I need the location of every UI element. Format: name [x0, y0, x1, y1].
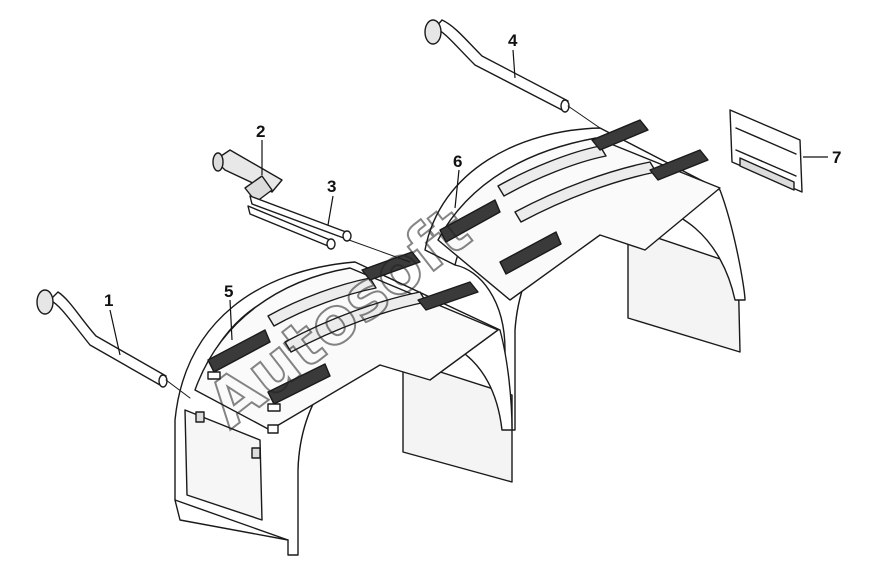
callout-2: 2 [256, 122, 265, 141]
part-3-rods [247, 195, 411, 263]
part-2-bracket [212, 149, 283, 203]
callout-1: 1 [104, 291, 113, 310]
front-fender [174, 251, 513, 556]
part-7-mounting-plate [729, 109, 803, 193]
part-1-support-arm [36, 289, 191, 399]
front-strap [361, 251, 421, 281]
front-mudflap [402, 359, 513, 483]
rear-mudflap [627, 227, 741, 353]
callout-3: 3 [327, 177, 336, 196]
callout-4: 4 [508, 31, 518, 50]
rear-strap [591, 119, 649, 151]
callout-7: 7 [832, 148, 841, 167]
callout-6: 6 [453, 152, 462, 171]
callout-5: 5 [224, 282, 233, 301]
part-4-support-arm [424, 19, 601, 129]
